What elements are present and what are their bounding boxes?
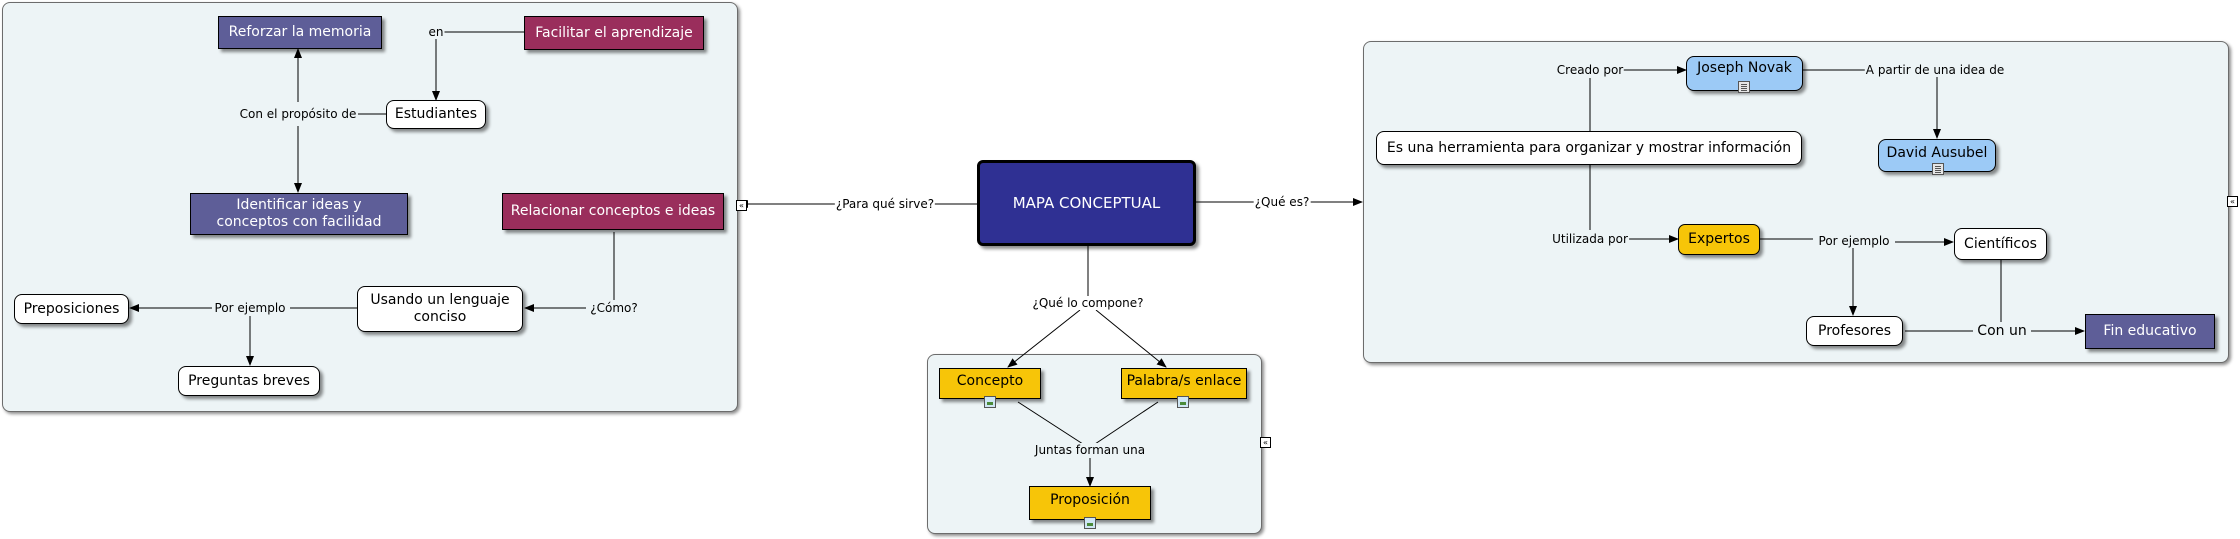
node-facilitar-aprendizaje[interactable]: Facilitar el aprendizaje <box>524 16 704 50</box>
right-group <box>1363 41 2229 363</box>
image-resource-icon[interactable] <box>1084 517 1096 529</box>
node-reforzar-memoria[interactable]: Reforzar la memoria <box>218 16 382 49</box>
node-expertos[interactable]: Expertos <box>1678 224 1760 255</box>
image-resource-icon[interactable] <box>984 396 996 408</box>
node-fin-educativo[interactable]: Fin educativo <box>2085 314 2215 349</box>
link-label-por-ejemplo-left: Por ejemplo <box>213 301 287 315</box>
main-concept-node[interactable]: MAPA CONCEPTUAL <box>977 160 1196 246</box>
node-preposiciones[interactable]: Preposiciones <box>14 294 129 324</box>
node-profesores[interactable]: Profesores <box>1806 316 1903 346</box>
link-label-creado-por: Creado por <box>1555 63 1625 77</box>
node-usando-lenguaje[interactable]: Usando un lenguaje conciso <box>357 286 523 332</box>
link-label-que-lo-compone: ¿Qué lo compone? <box>1031 296 1145 310</box>
link-label-en: en <box>427 25 445 39</box>
collapse-toggle-icon[interactable]: « <box>2227 196 2238 207</box>
node-herramienta[interactable]: Es una herramienta para organizar y most… <box>1376 131 1802 165</box>
node-cientificos[interactable]: Científicos <box>1954 228 2047 260</box>
node-concepto[interactable]: Concepto <box>939 368 1041 399</box>
collapse-toggle-icon[interactable]: « <box>736 200 747 211</box>
link-label-utilizada-por: Utilizada por <box>1551 232 1629 246</box>
link-label-juntas: Juntas forman una <box>1033 443 1147 457</box>
link-label-para-que-sirve: ¿Para qué sirve? <box>834 197 936 211</box>
node-relacionar-conceptos[interactable]: Relacionar conceptos e ideas <box>502 193 724 230</box>
link-label-que-es: ¿Qué es? <box>1253 195 1311 209</box>
link-label-con-un: Con un <box>1976 323 2028 339</box>
node-palabras-enlace[interactable]: Palabra/s enlace <box>1121 368 1247 399</box>
node-preguntas-breves[interactable]: Preguntas breves <box>178 366 320 396</box>
node-estudiantes[interactable]: Estudiantes <box>386 100 486 129</box>
link-label-como: ¿Cómo? <box>589 301 639 315</box>
link-label-a-partir-de: A partir de una idea de <box>1864 63 2006 77</box>
link-label-proposito: Con el propósito de <box>238 107 358 121</box>
document-resource-icon[interactable] <box>1932 163 1944 175</box>
link-label-por-ejemplo-right: Por ejemplo <box>1817 234 1891 248</box>
document-resource-icon[interactable] <box>1738 81 1750 93</box>
image-resource-icon[interactable] <box>1177 396 1189 408</box>
node-identificar-ideas[interactable]: Identificar ideas y conceptos con facili… <box>190 193 408 235</box>
collapse-toggle-icon[interactable]: « <box>1260 437 1271 448</box>
node-proposicion[interactable]: Proposición <box>1029 486 1151 520</box>
